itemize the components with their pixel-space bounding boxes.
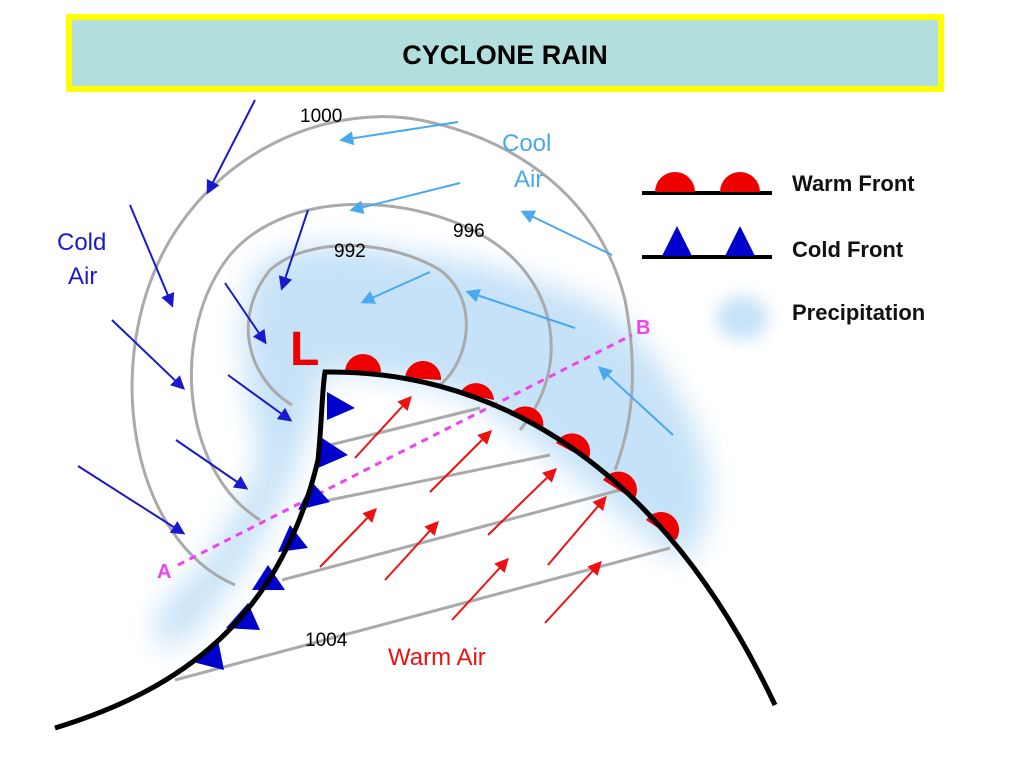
legend-warm-front-label: Warm Front	[792, 171, 915, 196]
cool-air-label-line2: Air	[514, 166, 543, 193]
isobar-label-1004: 1004	[305, 630, 348, 651]
cold-air-arrow	[227, 374, 293, 422]
cool-air-arrows	[339, 121, 674, 436]
cold-air-arrow	[111, 319, 186, 390]
legend-precipitation-symbol	[716, 296, 768, 340]
page-title: CYCLONE RAIN	[402, 40, 608, 70]
cold-air-arrow	[77, 465, 186, 535]
title-banner: CYCLONE RAIN	[66, 14, 944, 92]
cold-air-arrow	[175, 439, 249, 490]
cold-air-arrow	[278, 209, 309, 291]
isobar-992	[246, 244, 468, 407]
cold-air-arrows	[77, 99, 309, 535]
cold-air-arrow	[129, 204, 175, 308]
precipitation-area	[156, 245, 710, 650]
isobar-label-1000: 1000	[300, 106, 342, 127]
warm-air-arrow	[487, 468, 558, 536]
cross-section-line	[177, 333, 633, 567]
cross-section-label-b: B	[636, 317, 650, 339]
legend-cold-front-symbol	[642, 226, 772, 259]
isobar-label-996: 996	[453, 221, 485, 242]
warm-air-arrows	[319, 395, 607, 624]
cool-air-arrow	[465, 288, 576, 329]
warm-air-arrow	[547, 495, 607, 566]
cool-air-arrow	[360, 271, 431, 304]
warm-air-arrow	[384, 520, 439, 581]
warm-air-arrow	[451, 557, 509, 621]
cross-section-label-a: A	[157, 561, 171, 583]
cold-air-label-line1: Cold	[57, 229, 106, 256]
legend: Warm Front Cold Front Precipitation	[642, 171, 925, 340]
cold-air-arrow	[206, 99, 256, 195]
warm-air-arrow	[429, 430, 492, 493]
cool-air-arrow	[349, 182, 461, 215]
warm-air-label: Warm Air	[388, 644, 486, 671]
warm-air-arrow	[319, 507, 377, 568]
front-line	[54, 369, 778, 731]
cool-air-label-line1: Cool	[502, 130, 551, 157]
isobar-1000	[130, 115, 634, 587]
isobar-warm-sector	[329, 406, 481, 447]
warm-air-arrow	[544, 560, 602, 624]
cool-air-arrow	[339, 121, 459, 146]
isobar-label-992: 992	[334, 241, 366, 262]
isobar-warm-sector	[304, 453, 551, 507]
cool-air-arrow	[520, 210, 613, 256]
cool-air-arrow	[597, 366, 674, 436]
legend-cold-front-label: Cold Front	[792, 237, 904, 262]
isobar-warm-sector	[281, 488, 621, 582]
cold-air-label-line2: Air	[68, 263, 97, 290]
legend-warm-front-symbol	[642, 172, 772, 195]
low-pressure-symbol: L	[290, 323, 319, 376]
cold-air-arrow	[224, 282, 267, 345]
warm-air-arrow	[354, 395, 412, 459]
legend-precipitation-label: Precipitation	[792, 300, 925, 325]
